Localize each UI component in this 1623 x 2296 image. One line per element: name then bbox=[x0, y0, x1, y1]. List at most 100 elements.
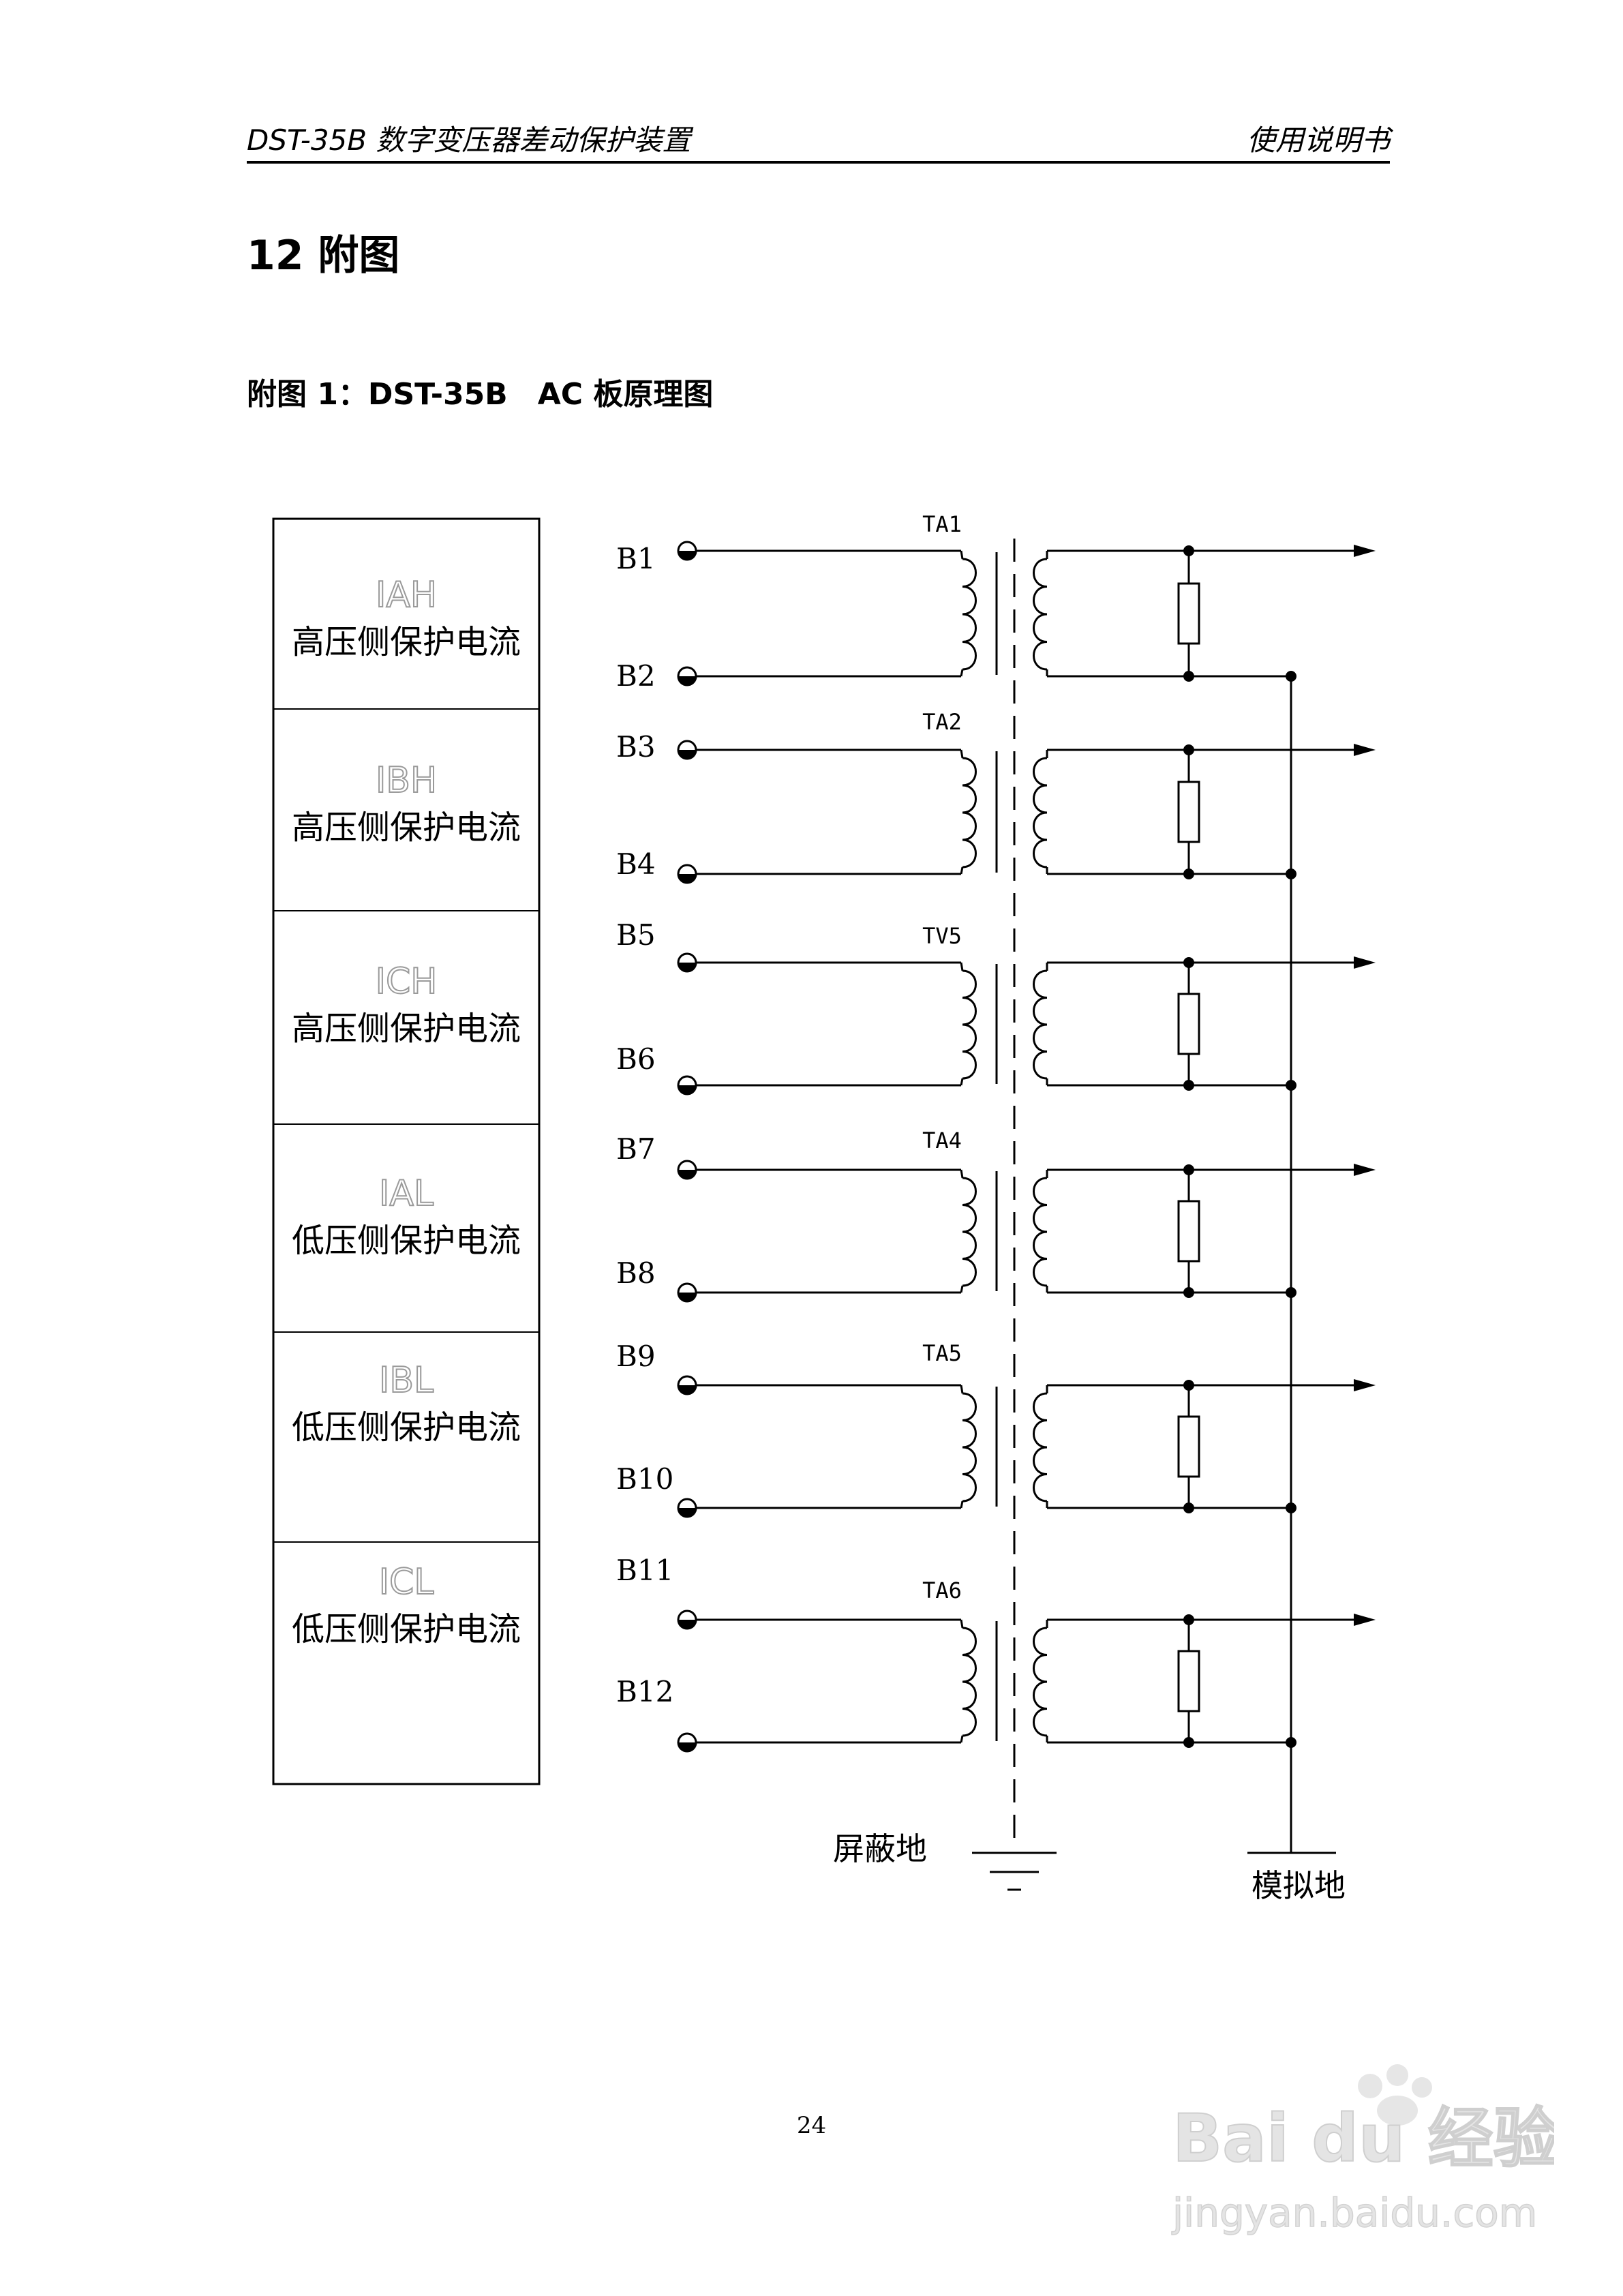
channel-description: 高压侧保护电流 bbox=[292, 623, 521, 661]
junction-dot bbox=[1183, 868, 1194, 879]
shield-ground-label: 屏蔽地 bbox=[833, 1830, 927, 1867]
input-wire bbox=[960, 866, 964, 875]
channel-description: 低压侧保护电流 bbox=[292, 1222, 521, 1260]
terminal-fill bbox=[678, 1085, 696, 1094]
transformer-winding bbox=[962, 969, 977, 1080]
burden-resistor bbox=[1177, 1650, 1200, 1712]
terminal-fill bbox=[678, 1742, 696, 1751]
transformer-winding bbox=[1033, 1177, 1048, 1287]
channel-code: IAH bbox=[376, 575, 437, 616]
pin-label: B4 bbox=[616, 847, 656, 881]
input-wire bbox=[960, 1169, 964, 1179]
shield-ground-symbol bbox=[972, 1852, 1057, 1891]
terminal-fill bbox=[678, 551, 696, 560]
input-wire bbox=[960, 1500, 964, 1509]
junction-dot bbox=[1183, 744, 1194, 755]
transformer-label: TA4 bbox=[922, 1128, 962, 1153]
terminal-fill bbox=[678, 963, 696, 971]
junction-dot bbox=[1286, 671, 1296, 682]
page-number: 24 bbox=[796, 2112, 827, 2139]
transformer-winding bbox=[1033, 558, 1048, 671]
pin-label: B9 bbox=[616, 1340, 656, 1373]
pin-label: B1 bbox=[616, 542, 656, 575]
junction-dot bbox=[1183, 1380, 1194, 1391]
junction-dot bbox=[1286, 1080, 1296, 1091]
junction-dot bbox=[1286, 1737, 1296, 1748]
transformer-winding bbox=[1033, 1627, 1048, 1737]
analog-ground-label: 模拟地 bbox=[1252, 1867, 1346, 1904]
header-manual-label: 使用说明书 bbox=[1246, 123, 1390, 157]
transformer-winding bbox=[962, 558, 977, 671]
header-document-title: DST-35B 数字变压器差动保护装置 bbox=[247, 123, 691, 157]
input-wire bbox=[960, 669, 964, 677]
transformer-winding bbox=[1033, 969, 1048, 1080]
terminal-fill bbox=[678, 1293, 696, 1301]
junction-dot bbox=[1183, 1614, 1194, 1625]
channel-code: IBH bbox=[376, 760, 437, 801]
terminal-fill bbox=[678, 1508, 696, 1517]
channel-description: 低压侧保护电流 bbox=[292, 1610, 521, 1648]
channel-code: IAL bbox=[379, 1173, 434, 1214]
pin-label: B2 bbox=[616, 659, 656, 693]
junction-dot bbox=[1183, 545, 1194, 556]
junction-dot bbox=[1183, 1287, 1194, 1298]
transformer-winding bbox=[962, 1627, 977, 1737]
burden-resistor bbox=[1177, 781, 1200, 843]
input-wire bbox=[960, 1735, 964, 1743]
paw-icon bbox=[1358, 2064, 1432, 2126]
channel-table-border bbox=[272, 517, 541, 1785]
transformer-label: TA1 bbox=[922, 511, 962, 537]
transformer-winding bbox=[1033, 1392, 1048, 1502]
input-wire bbox=[960, 1385, 964, 1394]
terminal-fill bbox=[678, 676, 696, 685]
transformer-label: TA2 bbox=[922, 709, 962, 735]
ac-board-schematic: IAH 高压侧保护电流 IBH 高压侧保护电流 ICH 高压侧保护电流 IAL … bbox=[272, 511, 1376, 1904]
pin-label: B7 bbox=[616, 1132, 656, 1166]
burden-resistor bbox=[1177, 1415, 1200, 1478]
input-wire bbox=[960, 749, 964, 759]
transformer-winding bbox=[1033, 757, 1048, 868]
section-title: 12 附图 bbox=[247, 232, 400, 280]
terminal-fill bbox=[678, 750, 696, 759]
channel-description: 高压侧保护电流 bbox=[292, 809, 521, 847]
output-arrow bbox=[1354, 545, 1376, 557]
input-wire bbox=[960, 1285, 964, 1293]
junction-dot bbox=[1286, 868, 1296, 879]
terminal-fill bbox=[678, 874, 696, 883]
pin-label: B11 bbox=[616, 1554, 673, 1587]
burden-resistor bbox=[1177, 582, 1200, 645]
watermark-brand: Bai du 经验 bbox=[1172, 2100, 1554, 2177]
junction-dot bbox=[1183, 1080, 1194, 1091]
channel-description: 低压侧保护电流 bbox=[292, 1408, 521, 1447]
pin-label: B3 bbox=[616, 730, 656, 764]
transformer-winding bbox=[962, 757, 977, 868]
header-rule bbox=[247, 161, 1390, 164]
pin-label: B12 bbox=[616, 1675, 673, 1708]
output-arrow bbox=[1354, 1614, 1376, 1626]
input-wire bbox=[960, 962, 964, 971]
terminal-fill bbox=[678, 1620, 696, 1629]
input-wire bbox=[960, 1619, 964, 1629]
output-arrow bbox=[1354, 744, 1376, 756]
burden-resistor bbox=[1177, 993, 1200, 1055]
channel-code: ICL bbox=[379, 1562, 434, 1603]
output-arrow bbox=[1354, 1164, 1376, 1176]
junction-dot bbox=[1183, 957, 1194, 968]
pin-label: B8 bbox=[616, 1256, 656, 1290]
transformer-winding bbox=[962, 1177, 977, 1287]
transformer-label: TA6 bbox=[922, 1577, 962, 1603]
channel-code: ICH bbox=[376, 961, 438, 1002]
transformer-label: TV5 bbox=[922, 923, 962, 949]
transformer-winding bbox=[962, 1392, 977, 1502]
pin-label: B6 bbox=[616, 1042, 656, 1076]
junction-dot bbox=[1183, 671, 1194, 682]
output-arrow bbox=[1354, 956, 1376, 969]
transformer-label: TA5 bbox=[922, 1340, 962, 1366]
junction-dot bbox=[1183, 1164, 1194, 1175]
input-wire bbox=[960, 550, 964, 560]
burden-resistor bbox=[1177, 1200, 1200, 1263]
baidu-jingyan-watermark: Bai du 经验 jingyan.baidu.com bbox=[1170, 2064, 1554, 2237]
terminal-fill bbox=[678, 1170, 696, 1179]
channel-description: 高压侧保护电流 bbox=[292, 1010, 521, 1048]
pin-label: B10 bbox=[616, 1462, 673, 1496]
